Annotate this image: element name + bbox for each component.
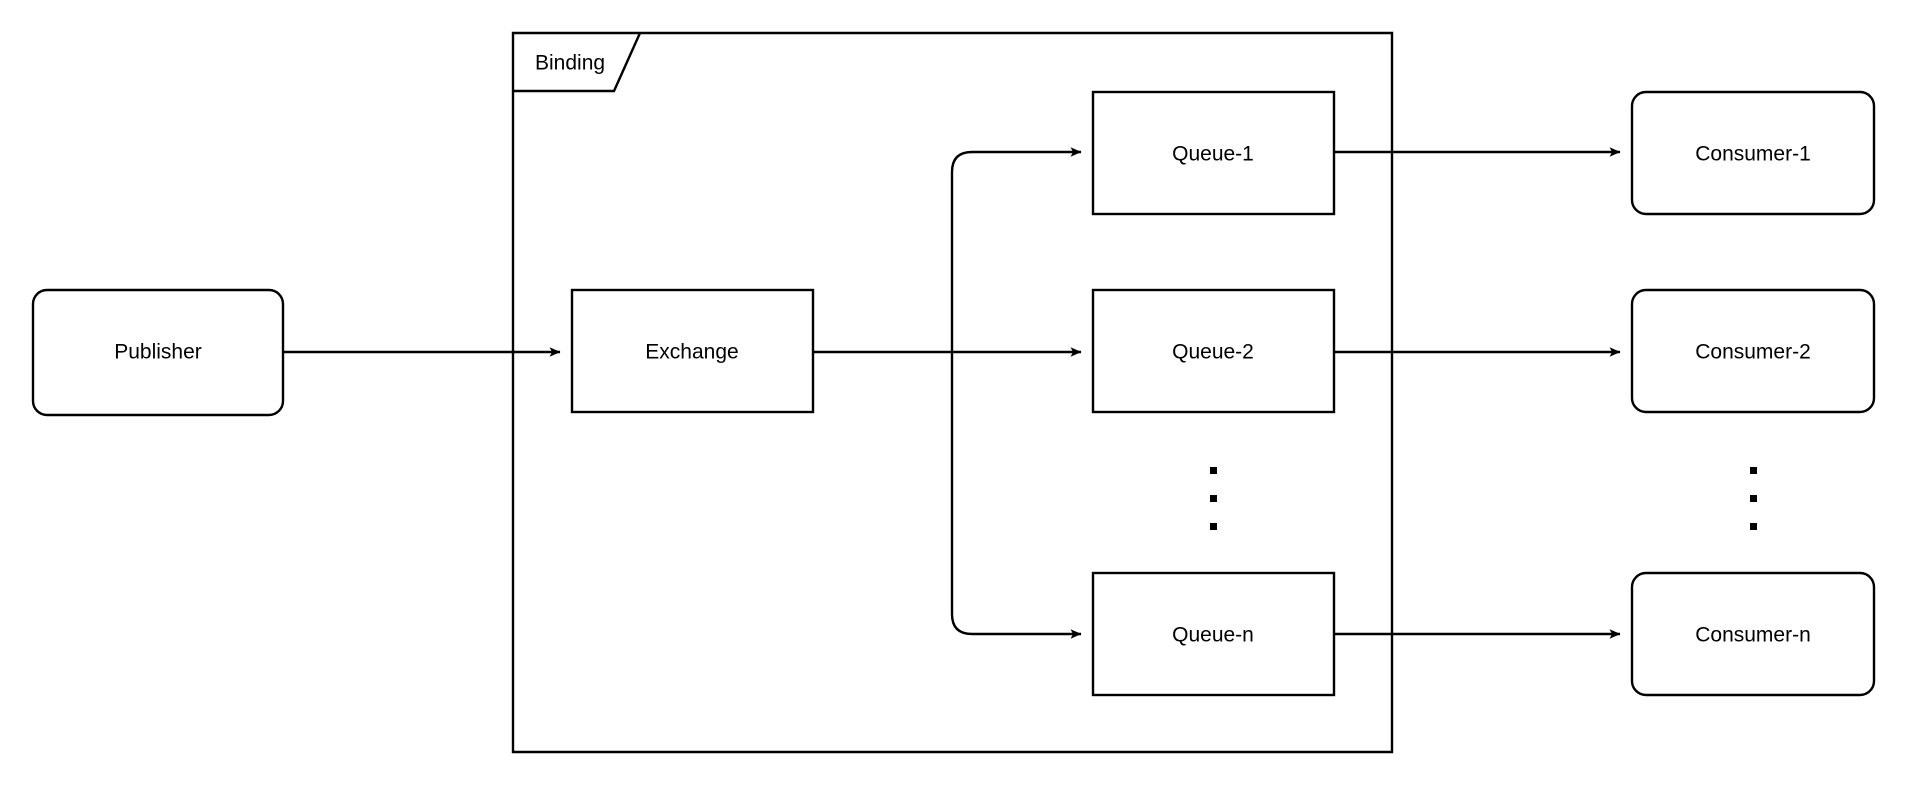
queue-1-label: Queue-1 — [1172, 143, 1254, 166]
publisher-label: Publisher — [114, 341, 202, 364]
queue-ellipsis-dot-1 — [1210, 467, 1217, 474]
consumer-ellipsis-dot-2 — [1750, 495, 1757, 502]
consumer-2-box[interactable] — [1630, 288, 1876, 414]
consumer-1-box[interactable] — [1630, 90, 1876, 216]
queue-ellipsis — [1210, 467, 1217, 530]
edge-exchange-to-queue-n — [950, 352, 1082, 639]
binding-tab-divider — [513, 32, 642, 93]
exchange-label: Exchange — [645, 341, 738, 364]
queue-ellipsis-dot-2 — [1210, 495, 1217, 502]
consumer-n-box[interactable] — [1630, 571, 1876, 697]
node-consumer-2[interactable]: Consumer-2 — [1630, 288, 1876, 414]
node-consumer-1[interactable]: Consumer-1 — [1630, 90, 1876, 216]
consumer-2-label: Consumer-2 — [1695, 341, 1811, 364]
node-queue-2[interactable]: Queue-2 — [1091, 288, 1336, 414]
node-consumer-n[interactable]: Consumer-n — [1630, 571, 1876, 697]
binding-container: Binding — [511, 31, 1394, 754]
queue-n-label: Queue-n — [1172, 624, 1254, 647]
node-exchange[interactable]: Exchange — [570, 288, 815, 414]
node-publisher[interactable]: Publisher — [31, 288, 285, 417]
consumer-ellipsis — [1750, 467, 1757, 530]
consumer-ellipsis-dot-3 — [1750, 523, 1757, 530]
node-queue-1[interactable]: Queue-1 — [1091, 90, 1336, 216]
edge-exchange-to-queue-1 — [950, 147, 1082, 352]
consumer-n-label: Consumer-n — [1695, 624, 1811, 647]
node-queue-n[interactable]: Queue-n — [1091, 571, 1336, 697]
queue-1-box[interactable] — [1091, 90, 1336, 216]
binding-label: Binding — [535, 52, 605, 75]
consumer-1-label: Consumer-1 — [1695, 143, 1811, 166]
queue-ellipsis-dot-3 — [1210, 523, 1217, 530]
queue-2-label: Queue-2 — [1172, 341, 1254, 364]
consumer-ellipsis-dot-1 — [1750, 467, 1757, 474]
queue-2-box[interactable] — [1091, 288, 1336, 414]
binding-container-outline — [511, 31, 1394, 754]
